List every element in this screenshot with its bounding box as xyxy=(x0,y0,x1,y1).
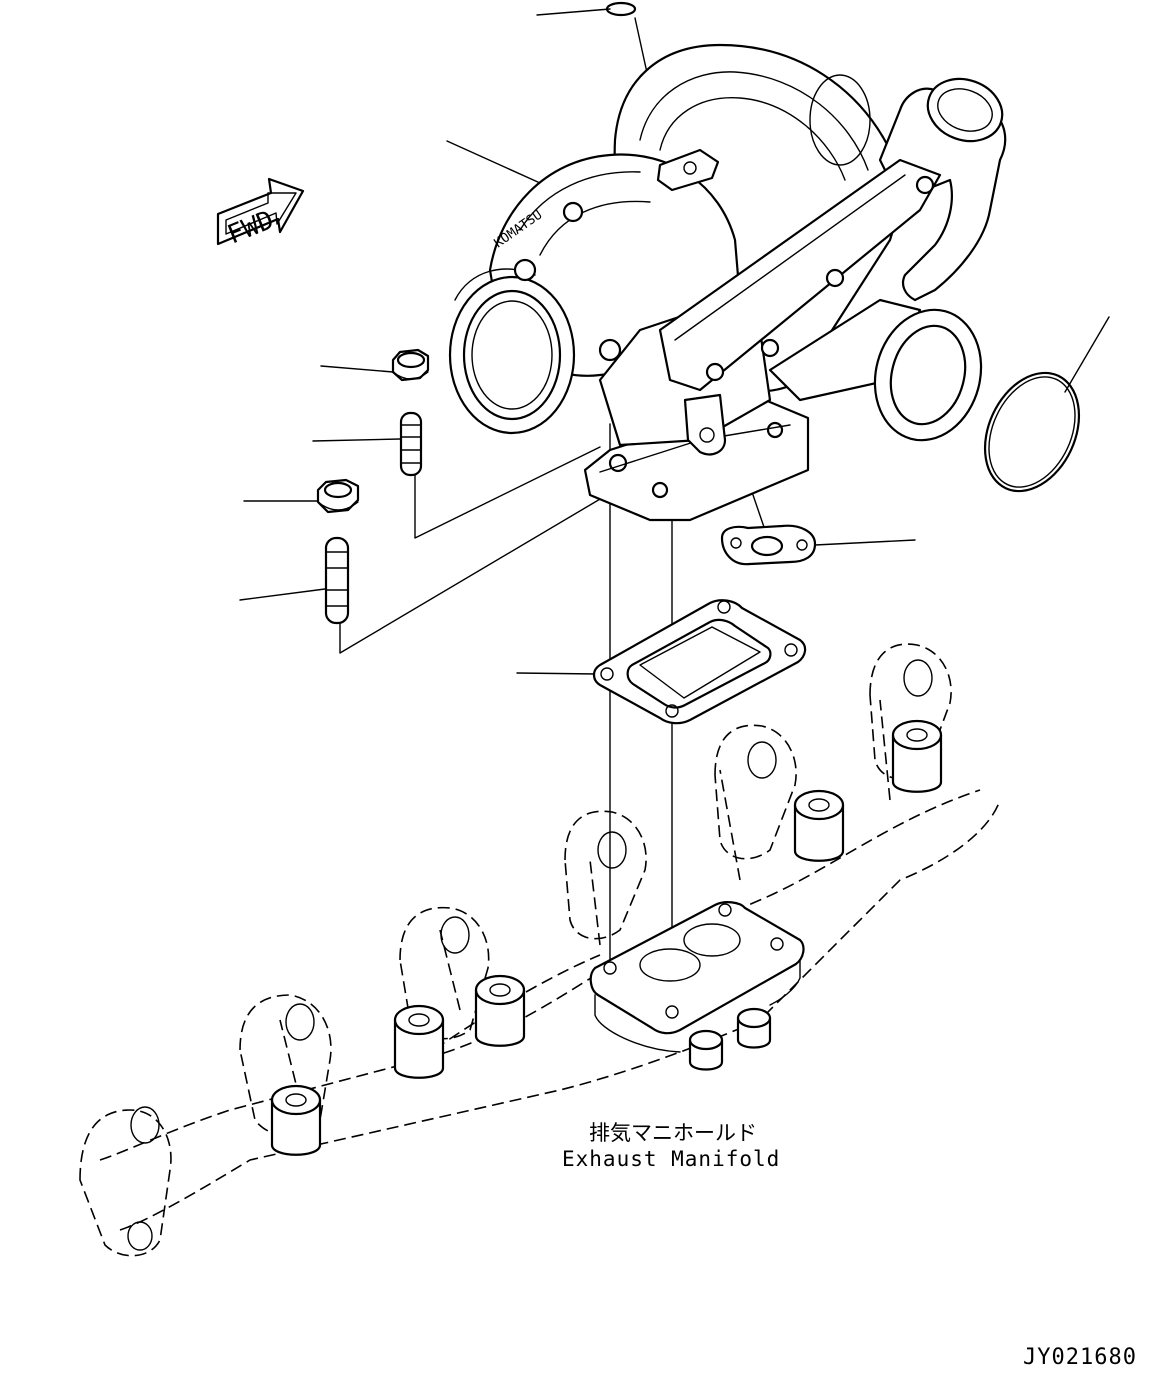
oring-small xyxy=(605,1,637,17)
manifold-label-en: Exhaust Manifold xyxy=(562,1147,780,1171)
stud-bolt-long xyxy=(324,536,350,625)
flange-nut-lower xyxy=(316,478,360,514)
oil-drain-gasket xyxy=(720,524,817,566)
stud-bolt-short xyxy=(399,411,423,477)
figure-code: JY021680 xyxy=(1023,1345,1137,1370)
turbo-gasket xyxy=(592,599,807,725)
fwd-arrow-label: FWD xyxy=(223,205,278,250)
fwd-arrow-icon: FWD xyxy=(216,177,305,250)
turbocharger: KOMATSU xyxy=(448,43,1007,522)
flange-nut-upper xyxy=(391,348,430,382)
manifold-label-jp: 排気マニホールド xyxy=(589,1121,757,1145)
oring-large xyxy=(983,371,1081,493)
exhaust-manifold xyxy=(79,643,1001,1257)
